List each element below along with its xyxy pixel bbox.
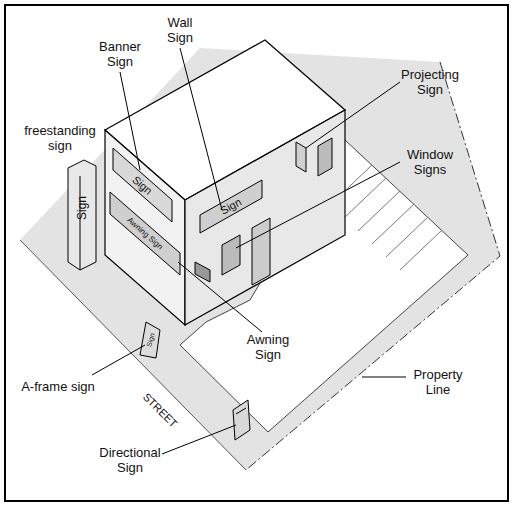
callout-label: Directional Sign: [95, 445, 165, 475]
callout-label: Wall Sign: [155, 15, 205, 45]
callout-label: freestanding sign: [20, 123, 100, 153]
door: [252, 218, 270, 285]
projecting-sign: [296, 142, 306, 172]
callout-label: Property Line: [408, 367, 468, 397]
callout-label: Projecting Sign: [400, 67, 460, 97]
window: [222, 235, 240, 275]
callout-label: Banner Sign: [90, 39, 150, 69]
awning-box: [195, 262, 210, 282]
window: [318, 138, 332, 176]
a-frame-sign: [140, 322, 160, 358]
parking-stripes: [330, 165, 442, 270]
freestanding-sign: [68, 160, 96, 270]
sign-text: Sign: [75, 178, 89, 238]
leader-lines: [92, 48, 406, 454]
callout-label: A-frame sign: [13, 379, 103, 394]
side-wall: [185, 110, 345, 325]
callout-label: Awning Sign: [238, 332, 298, 362]
awning-sign: [110, 192, 180, 275]
frame: [5, 5, 508, 501]
callout-label: Window Signs: [400, 147, 460, 177]
directional-sign: [233, 400, 250, 440]
front-wall: [105, 130, 185, 325]
wall-sign: [200, 180, 262, 233]
